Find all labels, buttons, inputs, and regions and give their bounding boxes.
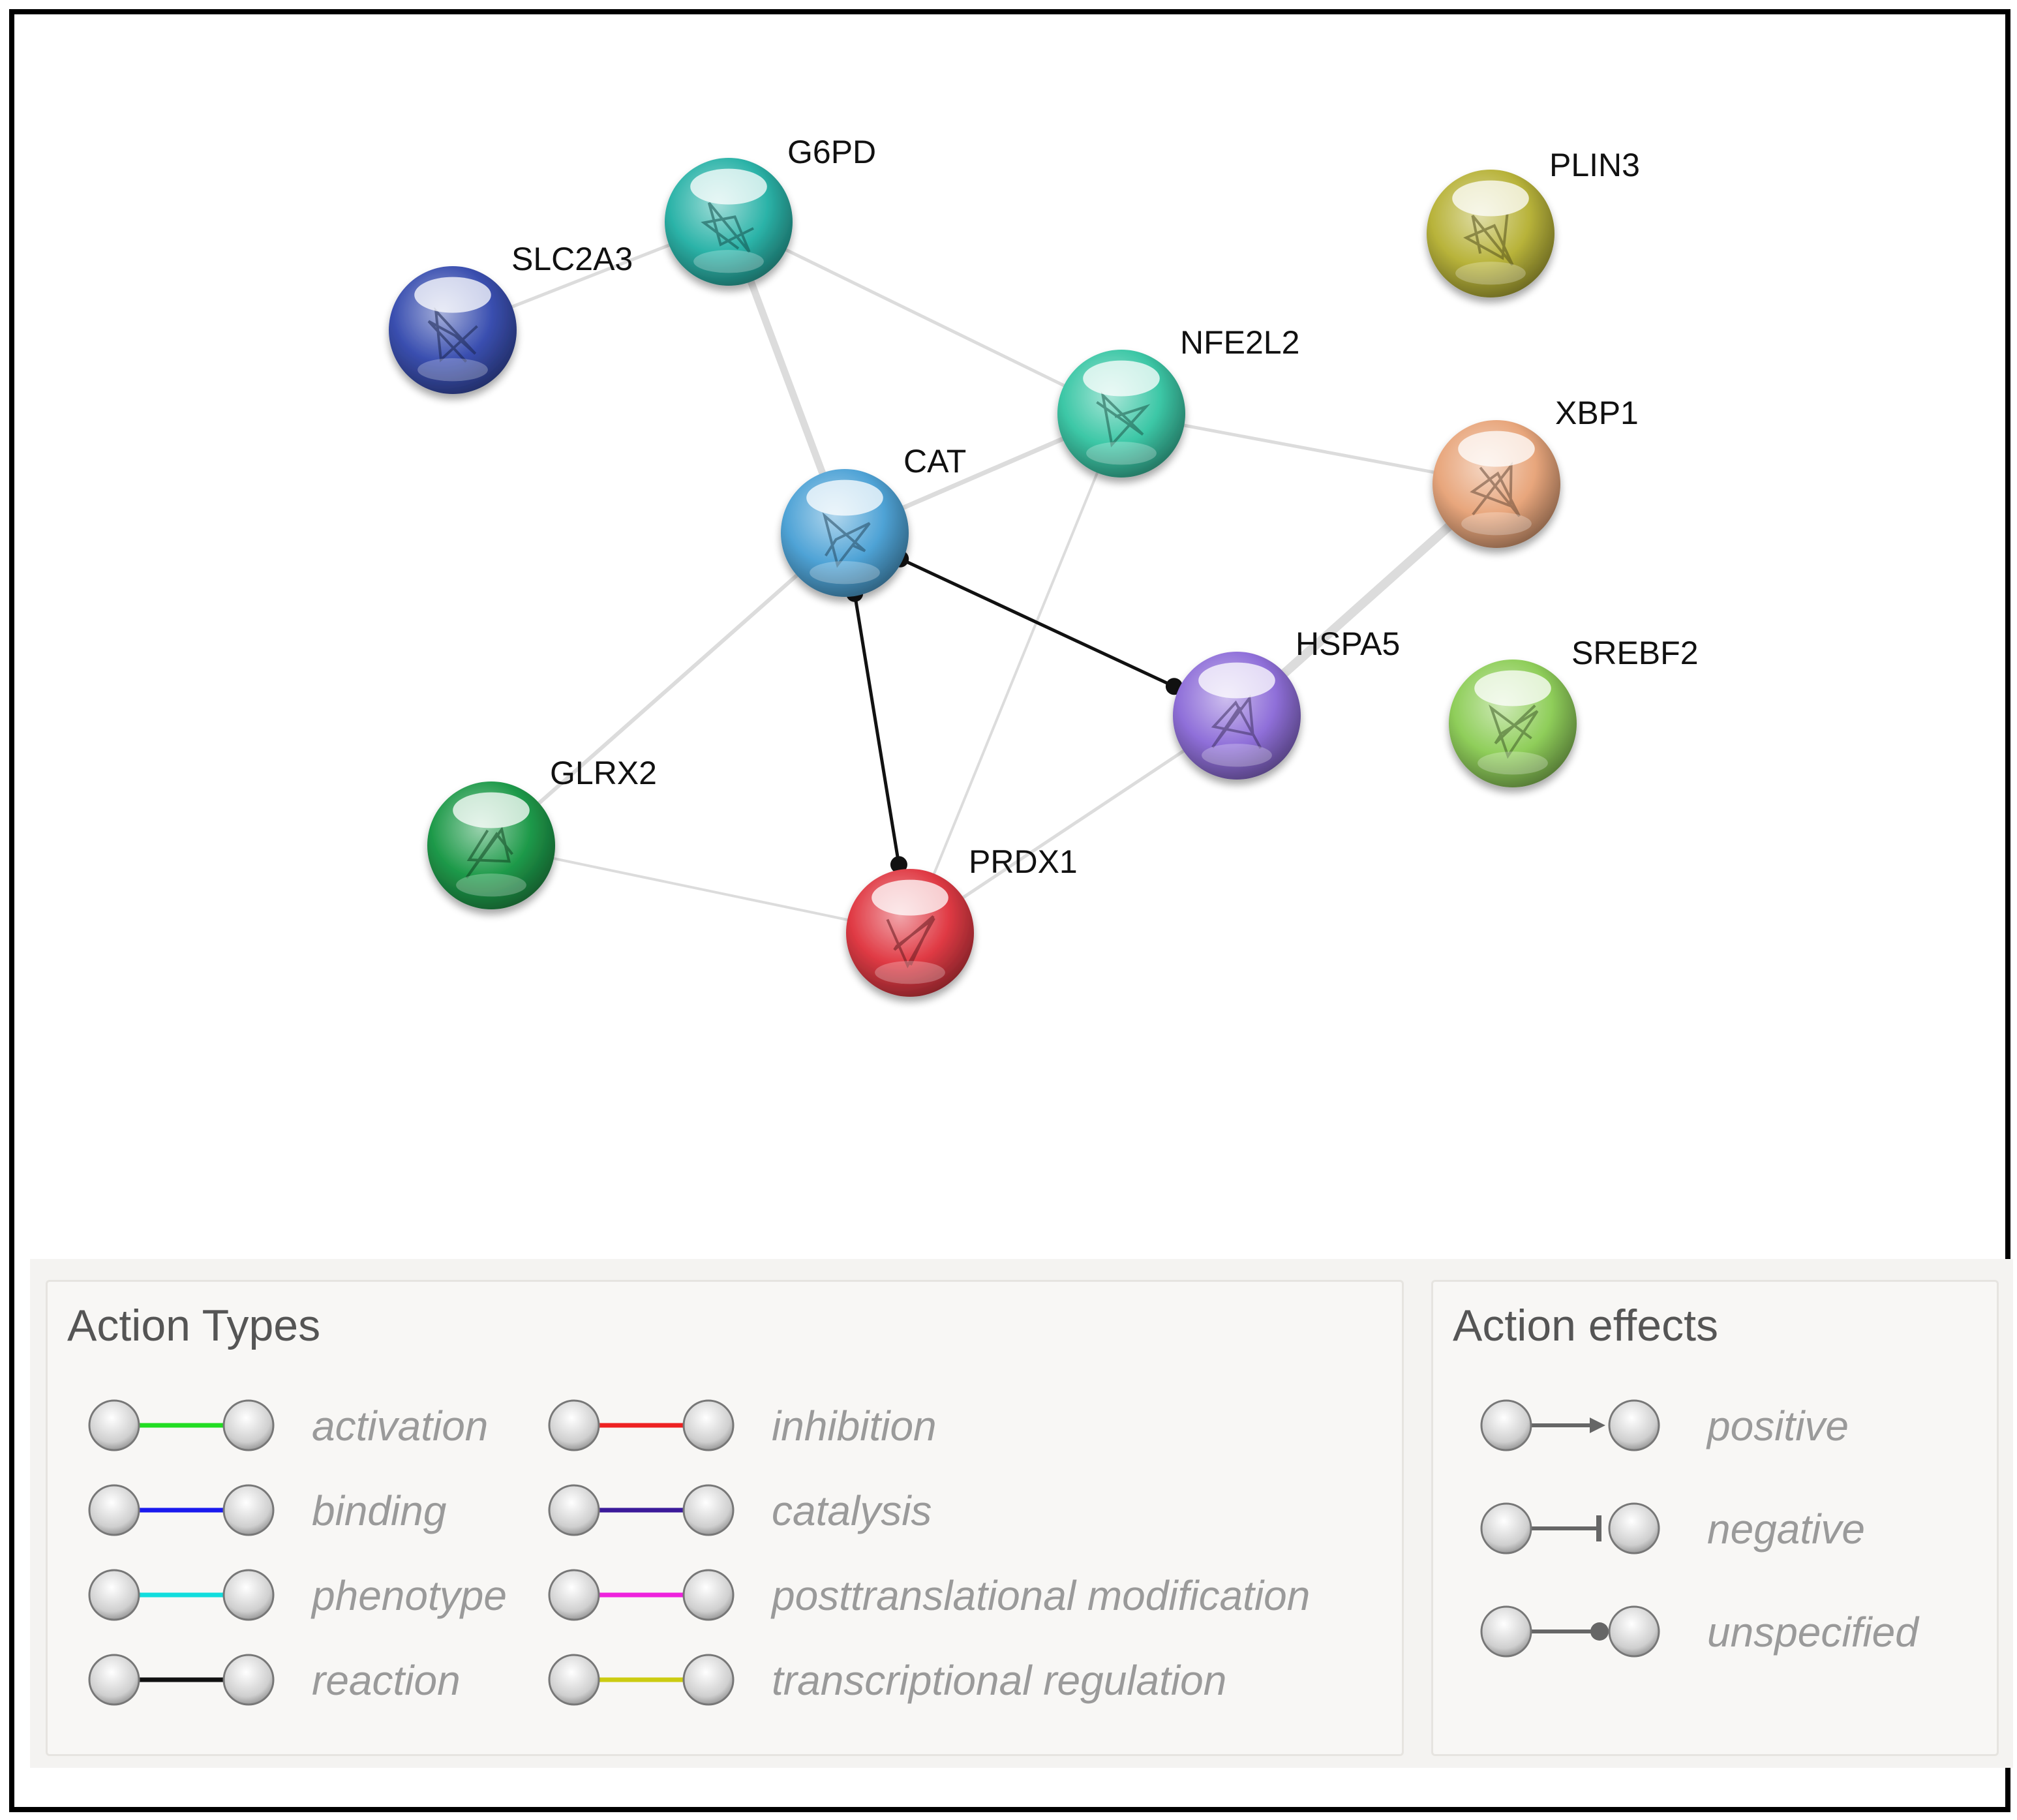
node-highlight <box>453 792 530 828</box>
node-cat[interactable]: CAT <box>781 443 966 597</box>
legend-line-posttranslational-modification-icon <box>547 1562 736 1631</box>
node-reflection <box>1202 744 1272 767</box>
node-highlight <box>872 879 948 916</box>
action-effects-panel: Action effects positive negative unspecifi… <box>1431 1280 1999 1756</box>
node-highlight <box>806 479 883 516</box>
node-reflection <box>875 961 945 984</box>
node-label: CAT <box>903 443 966 479</box>
legend-line-reaction-icon <box>87 1647 276 1716</box>
legend-label-activation: activation <box>312 1403 489 1449</box>
node-label: G6PD <box>787 134 876 170</box>
legend-label-catalysis: catalysis <box>772 1487 932 1534</box>
node-slc2a3[interactable]: SLC2A3 <box>389 241 633 394</box>
edge-nfe2l2-prdx1[interactable] <box>909 412 1123 934</box>
legend-line-inhibition-icon <box>547 1393 736 1461</box>
action-types-panel: Action Types activation binding phenotype r… <box>46 1280 1404 1756</box>
edge-endpoint-dot <box>890 856 907 873</box>
legend-label-unspecified: unspecified <box>1707 1609 1918 1656</box>
protein-structure-icon <box>1096 391 1151 447</box>
legend-area: Action Types activation binding phenotype r… <box>30 1259 2013 1768</box>
legend-line-activation-icon <box>87 1393 276 1461</box>
node-label: NFE2L2 <box>1180 324 1299 361</box>
protein-structure-icon <box>1470 461 1521 517</box>
action-effects-title: Action effects <box>1453 1301 1718 1350</box>
edge-glrx2-prdx1[interactable] <box>490 844 911 934</box>
node-highlight <box>1458 431 1535 467</box>
protein-structure-icon <box>1489 704 1539 759</box>
legend-label-posttranslational-modification: posttranslational modification <box>772 1572 1311 1619</box>
node-reflection <box>1455 262 1526 285</box>
edge-cat-prdx1[interactable] <box>853 593 901 865</box>
action-types-title: Action Types <box>67 1301 321 1350</box>
node-nfe2l2[interactable]: NFE2L2 <box>1057 324 1299 478</box>
legend-effect-unspecified-icon <box>1479 1599 1668 1667</box>
node-label: PLIN3 <box>1549 147 1640 183</box>
node-highlight <box>1083 360 1160 397</box>
node-highlight <box>1474 670 1551 706</box>
node-reflection <box>1086 442 1157 465</box>
node-highlight <box>690 168 767 205</box>
node-label: PRDX1 <box>969 843 1078 880</box>
protein-structure-icon <box>822 512 871 568</box>
node-reflection <box>1478 751 1548 775</box>
node-reflection <box>456 873 526 897</box>
node-reflection <box>1461 512 1532 536</box>
legend-label-positive: positive <box>1707 1403 1849 1449</box>
node-prdx1[interactable]: PRDX1 <box>846 843 1078 997</box>
protein-structure-icon <box>465 826 513 879</box>
protein-structure-icon <box>701 202 754 253</box>
legend-line-catalysis-icon <box>547 1478 736 1546</box>
legend-label-inhibition: inhibition <box>772 1403 937 1449</box>
protein-structure-icon <box>886 915 935 969</box>
node-xbp1[interactable]: XBP1 <box>1433 395 1639 548</box>
node-reflection <box>417 358 488 382</box>
protein-structure-icon <box>1211 694 1262 749</box>
legend-label-phenotype: phenotype <box>312 1572 507 1619</box>
node-highlight <box>1452 180 1529 217</box>
edge-cat-glrx2[interactable] <box>489 531 847 847</box>
legend-effect-negative-icon <box>1479 1496 1668 1564</box>
node-glrx2[interactable]: GLRX2 <box>427 755 657 909</box>
edges-layer <box>451 218 1501 935</box>
edge-hspa5-prdx1[interactable] <box>908 714 1239 935</box>
node-label: GLRX2 <box>550 755 657 791</box>
edge-g6pd-nfe2l2[interactable] <box>727 220 1123 416</box>
protein-structure-icon <box>1463 214 1514 266</box>
legend-label-negative: negative <box>1707 1506 1865 1553</box>
legend-label-reaction: reaction <box>312 1657 461 1704</box>
node-srebf2[interactable]: SREBF2 <box>1449 635 1699 787</box>
legend-label-transcriptional-regulation: transcriptional regulation <box>772 1657 1227 1704</box>
legend-label-binding: binding <box>312 1487 447 1534</box>
node-label: HSPA5 <box>1296 626 1400 662</box>
legend-line-phenotype-icon <box>87 1562 276 1631</box>
edge-cat-hspa5[interactable] <box>900 557 1175 688</box>
node-label: SREBF2 <box>1571 635 1699 671</box>
legend-effect-positive-icon <box>1479 1393 1668 1461</box>
node-hspa5[interactable]: HSPA5 <box>1173 626 1400 780</box>
node-label: XBP1 <box>1555 395 1639 431</box>
legend-line-transcriptional-regulation-icon <box>547 1647 736 1716</box>
node-highlight <box>414 277 491 313</box>
node-highlight <box>1198 662 1275 699</box>
node-label: SLC2A3 <box>511 241 633 277</box>
protein-structure-icon <box>427 307 478 363</box>
node-reflection <box>693 250 764 273</box>
legend-line-binding-icon <box>87 1478 276 1546</box>
node-reflection <box>810 561 880 584</box>
node-g6pd[interactable]: G6PD <box>665 134 876 286</box>
node-plin3[interactable]: PLIN3 <box>1427 147 1640 297</box>
